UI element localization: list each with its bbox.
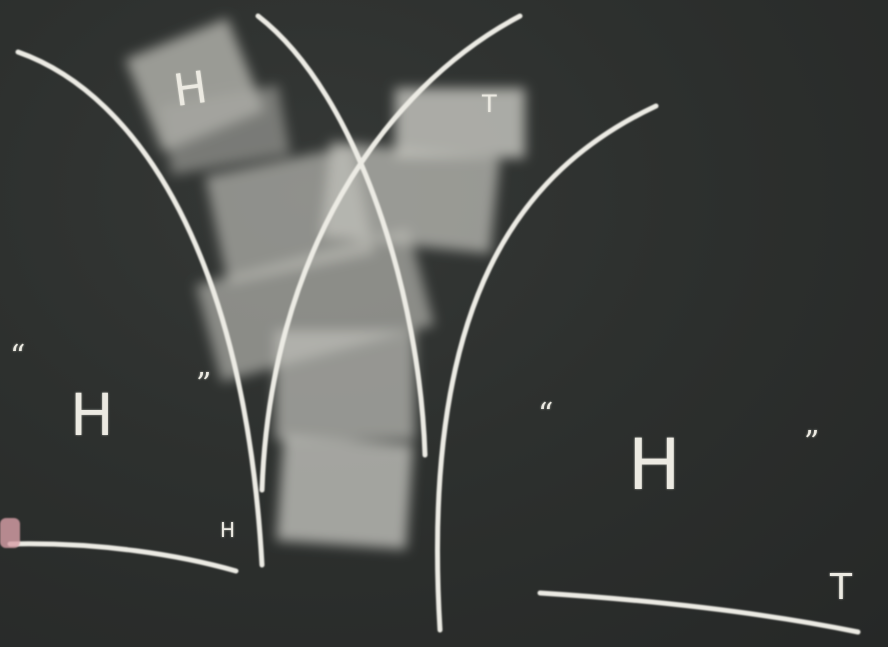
left-close-quote: ” <box>196 370 211 400</box>
right-baseline-mark: T <box>830 570 852 606</box>
card-label-t: T <box>482 92 497 116</box>
right-open-quote: “ <box>538 400 553 430</box>
right-close-quote: ” <box>804 428 819 458</box>
smudge-card-bottom <box>276 436 413 550</box>
left-baseline-mark: H <box>220 520 235 540</box>
smudge-card-lower <box>275 330 415 440</box>
baseline-right <box>540 593 858 632</box>
baseline-left <box>10 544 236 571</box>
card-label-h: H <box>171 66 210 114</box>
pink-chalk-mark <box>0 518 20 548</box>
left-case-label: H <box>70 386 112 444</box>
right-case-label: H <box>628 430 679 500</box>
left-open-quote: “ <box>10 342 25 372</box>
